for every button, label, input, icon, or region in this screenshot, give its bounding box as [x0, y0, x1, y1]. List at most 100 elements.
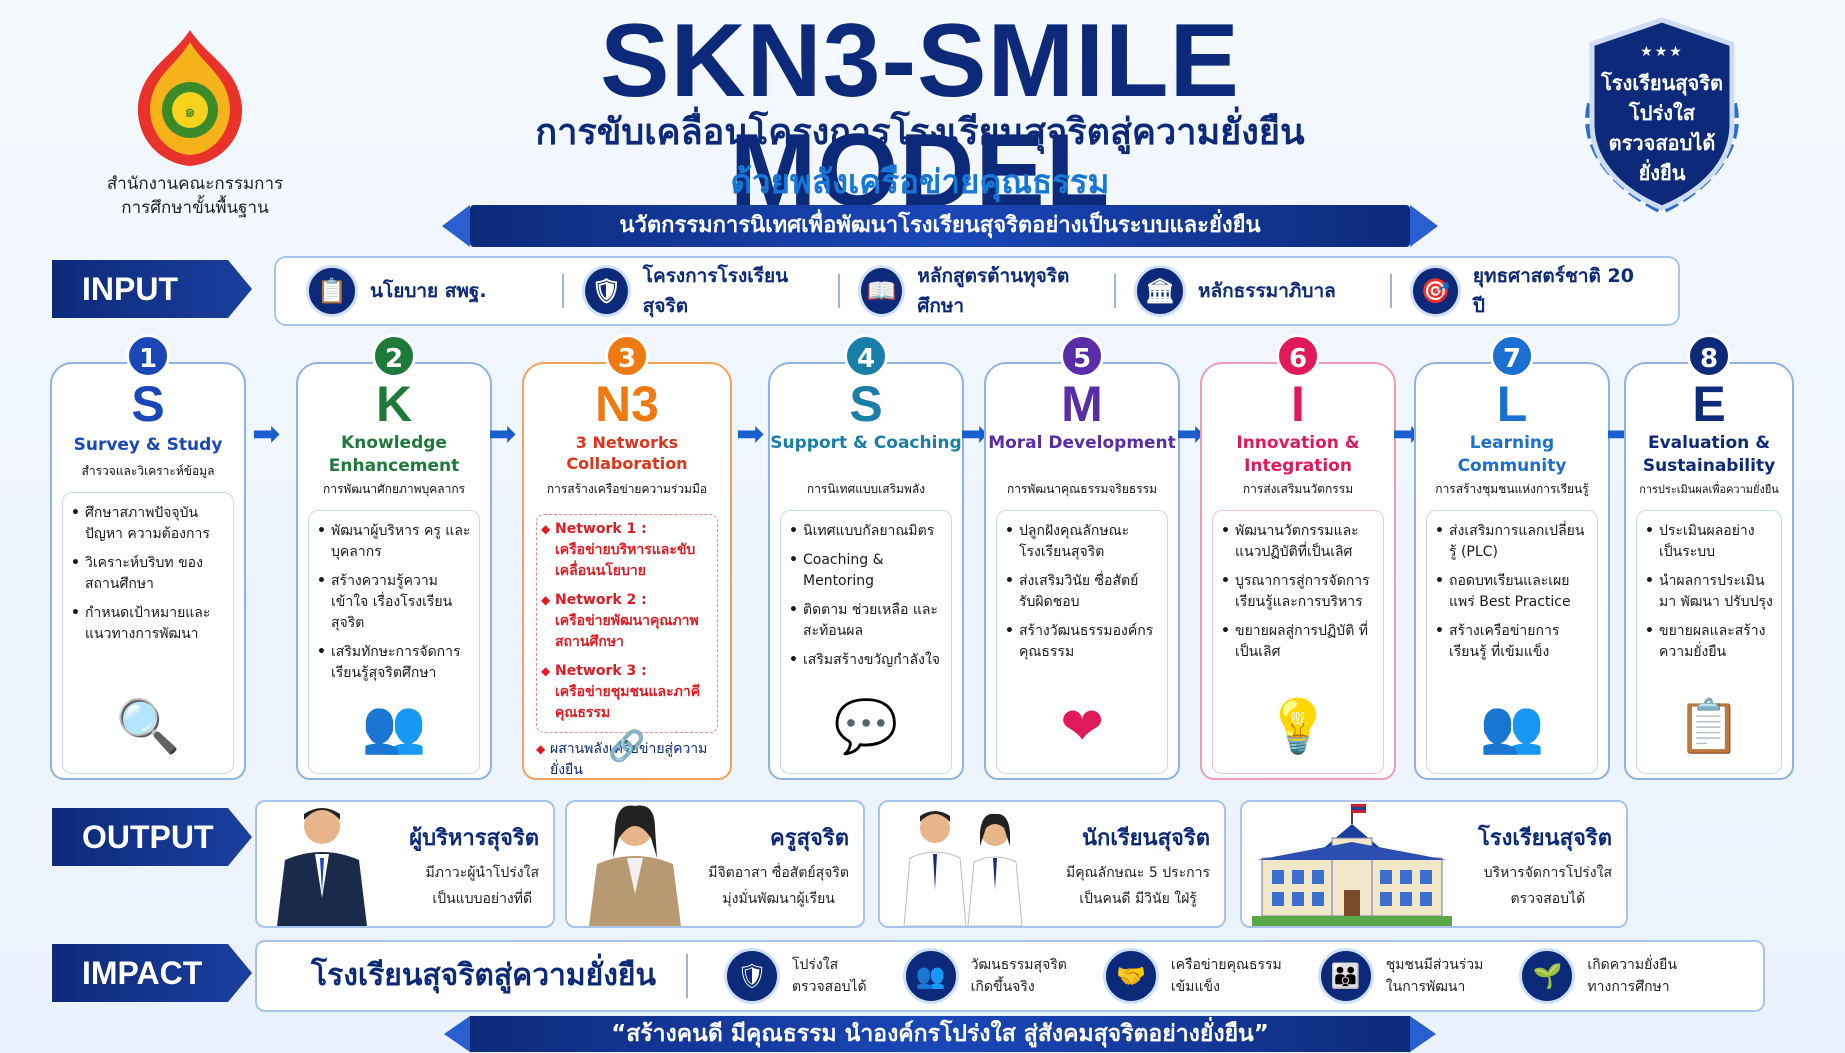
impact-item: 🌱เกิดความยั่งยืนทางการศึกษา [1519, 948, 1677, 1004]
step-bullet: ศึกษาสภาพปัจจุบัน ปัญหา ความต้องการ [71, 503, 225, 545]
step-english-name: Moral Development [988, 433, 1176, 453]
step-card-i: 6 I Innovation & Integration การส่งเสริม… [1200, 334, 1396, 780]
step-number: 6 [1276, 334, 1320, 378]
network-item: Network 1 :เครือข่ายบริหารและขับเคลื่อนน… [541, 519, 713, 582]
step-thai-name: การสร้างชุมชนแห่งการเรียนรู้ [1435, 482, 1589, 496]
input-item: 📋นโยบาย สพฐ. [306, 265, 544, 317]
obec-emblem: ๑ [137, 30, 243, 166]
step-bullet: Coaching & Mentoring [789, 550, 943, 592]
step-number: 5 [1060, 334, 1104, 378]
step-bullet: สร้างวัฒนธรรมองค์กร คุณธรรม [1005, 621, 1159, 663]
output-desc: มีภาวะผู้นำโปร่งใสเป็นแบบอย่างที่ดี [425, 865, 539, 907]
step-letter: M [1061, 376, 1103, 432]
step-bullet: ติดตาม ช่วยเหลือ และสะท้อนผล [789, 600, 943, 642]
step-letter: L [1496, 376, 1528, 432]
step-body: นิเทศแบบกัลยาณมิตร Coaching & Mentoring … [780, 510, 952, 774]
step-bullet: ผสานพลังเครือข่ายสู่ความยั่งยืน [536, 739, 718, 781]
network-list: Network 1 :เครือข่ายบริหารและขับเคลื่อนน… [536, 514, 718, 733]
input-item: 🎯ยุทธศาสตร์ชาติ 20 ปี [1410, 261, 1648, 321]
step-bullet: นิเทศแบบกัลยาณมิตร [789, 521, 943, 542]
step-bullet: พัฒนานวัตกรรมและ แนวปฏิบัติที่เป็นเลิศ [1221, 521, 1375, 563]
output-title: โรงเรียนสุจริต [1477, 826, 1612, 851]
book-icon: 📖 [858, 265, 906, 317]
output-card-teacher: ครูสุจริต มีจิตอาสา ซื่อสัตย์สุจริตมุ่งม… [565, 800, 865, 928]
svg-text:๑: ๑ [184, 101, 195, 122]
step-bullet: ส่งเสริมการแลกเปลี่ยนรู้ (PLC) [1435, 521, 1589, 563]
step-number: 8 [1687, 334, 1731, 378]
step-thai-name: การพัฒนาคุณธรรมจริยธรรม [1006, 482, 1158, 496]
step-body: พัฒนาผู้บริหาร ครู และบุคลากร สร้างความร… [308, 510, 480, 774]
family-icon: 👪 [1317, 948, 1374, 1004]
output-desc: บริหารจัดการโปร่งใสตรวจสอบได้ [1483, 865, 1612, 907]
slogan-banner: “สร้างคนดี มีคุณธรรม นำองค์กรโปร่งใส สู่… [444, 1016, 1436, 1052]
step-body: พัฒนานวัตกรรมและ แนวปฏิบัติที่เป็นเลิศ บ… [1212, 510, 1384, 774]
step-thai-name: การประเมินผลเพื่อความยั่งยืน [1639, 483, 1779, 496]
step-letter: N3 [595, 376, 659, 432]
innovation-banner: นวัตกรรมการนิเทศเพื่อพัฒนาโรงเรียนสุจริต… [442, 205, 1438, 247]
step-bullet: เสริมสร้างขวัญกำลังใจ [789, 650, 943, 671]
step-thai-name: การพัฒนาศักยภาพบุคลากร [322, 482, 466, 496]
arrow-right-icon: ➡ [252, 414, 281, 454]
step-card-m: 5 M Moral Development การพัฒนาคุณธรรมจริ… [984, 334, 1180, 780]
network-item: Network 3 :เครือข่ายชุมชนและภาคีคุณธรรม [541, 661, 713, 724]
impact-item: 👪ชุมชนมีส่วนร่วมในการพัฒนา [1317, 948, 1483, 1004]
shield-stars: ★★★ [1640, 44, 1684, 60]
arrow-right-icon: ➡ [1176, 414, 1205, 454]
subtitle-secondary: ด้วยพลังเครือข่ายคุณธรรม [730, 162, 1110, 201]
step-number: 3 [605, 334, 649, 378]
impact-label: IMPACT [52, 944, 252, 1002]
step-letter: S [849, 376, 883, 432]
step-thai-name: การส่งเสริมนวัตกรรม [1242, 482, 1354, 496]
step-bullet: ปลูกฝังคุณลักษณะ โรงเรียนสุจริต [1005, 521, 1159, 563]
step-letter: E [1692, 376, 1726, 432]
org-name: สำนักงานคณะกรรมการ การศึกษาขั้นพื้นฐาน [106, 174, 284, 218]
executive-figure [277, 808, 367, 926]
step-card-n3: 3 N3 3 Networks Collaboration การสร้างเค… [522, 334, 732, 780]
people-icon: 👥 [902, 948, 959, 1004]
step-letter: S [131, 376, 165, 432]
separator [838, 274, 840, 308]
step-body: ประเมินผลอย่างเป็นระบบ นำผลการประเมินมา … [1636, 510, 1782, 774]
step-bullet: ขยายผลและสร้าง ความยั่งยืน [1645, 621, 1773, 663]
output-title: นักเรียนสุจริต [1081, 826, 1210, 851]
step-letter: K [375, 376, 413, 432]
students-figure [903, 811, 1023, 926]
input-bar: 📋นโยบาย สพฐ. 🛡โครงการโรงเรียนสุจริต 📖หลั… [274, 256, 1680, 326]
step-body: Network 1 :เครือข่ายบริหารและขับเคลื่อนน… [534, 510, 720, 778]
step-bullet: ส่งเสริมวินัย ซื่อสัตย์ รับผิดชอบ [1005, 571, 1159, 613]
lightbulb-gear-icon: 💡 [1265, 697, 1331, 757]
step-english-name: Innovation & Integration [1236, 433, 1360, 476]
clipboard-icon: 📋 [306, 265, 358, 317]
impact-title: โรงเรียนสุจริตสู่ความยั่งยืน [257, 954, 688, 998]
step-card-s2: 4 S Support & Coaching การนิเทศแบบเสริมพ… [768, 334, 964, 780]
step-card-l: 7 L Learning Community การสร้างชุมชนแห่ง… [1414, 334, 1610, 780]
step-bullet: กำหนดเป้าหมายและ แนวทางการพัฒนา [71, 603, 225, 645]
coaching-icon: 💬 [833, 697, 899, 757]
input-label: INPUT [52, 260, 252, 318]
step-english-name: Evaluation & Sustainability [1642, 433, 1776, 476]
step-bullet: เสริมทักษะการจัดการ เรียนรู้สุจริตศึกษา [317, 642, 471, 684]
step-number: 7 [1490, 334, 1534, 378]
step-english-name: Learning Community [1457, 433, 1567, 476]
community-icon: 👥 [1479, 697, 1545, 757]
step-bullet: ถอดบทเรียนและเผยแพร่ Best Practice [1435, 571, 1589, 613]
step-bullet: พัฒนาผู้บริหาร ครู และบุคลากร [317, 521, 471, 563]
step-english-name: 3 Networks Collaboration [566, 433, 688, 473]
arrow-right-icon: ➡ [488, 414, 517, 454]
step-number: 2 [372, 334, 416, 378]
input-item: 📖หลักสูตรต้านทุจริตศึกษา [858, 261, 1096, 321]
magnifier-chart-icon: 🔍 [115, 697, 181, 757]
step-english-name: Support & Coaching [770, 433, 962, 453]
step-body: ศึกษาสภาพปัจจุบัน ปัญหา ความต้องการ วิเค… [62, 492, 234, 774]
arrow-right-icon: ➡ [736, 414, 765, 454]
step-thai-name: การสร้างเครือข่ายความร่วมมือ [546, 482, 708, 496]
output-title: ครูสุจริต [770, 826, 849, 851]
shield-check-icon: 🛡 [723, 948, 780, 1004]
step-bullet: นำผลการประเมินมา พัฒนา ปรับปรุง [1645, 571, 1773, 613]
step-bullet: ขยายผลสู่การปฏิบัติ ที่เป็นเลิศ [1221, 621, 1375, 663]
impact-bar: โรงเรียนสุจริตสู่ความยั่งยืน 🛡โปร่งใสตรว… [255, 940, 1765, 1012]
output-desc: มีคุณลักษณะ 5 ประการเป็นคนดี มีวินัย ใฝ่… [1066, 865, 1210, 907]
teacher-figure [589, 805, 681, 926]
shield-text: โรงเรียนสุจริต โปร่งใส ตรวจสอบได้ ยั่งยื… [1601, 71, 1723, 185]
team-icon: 👥 [361, 697, 427, 757]
